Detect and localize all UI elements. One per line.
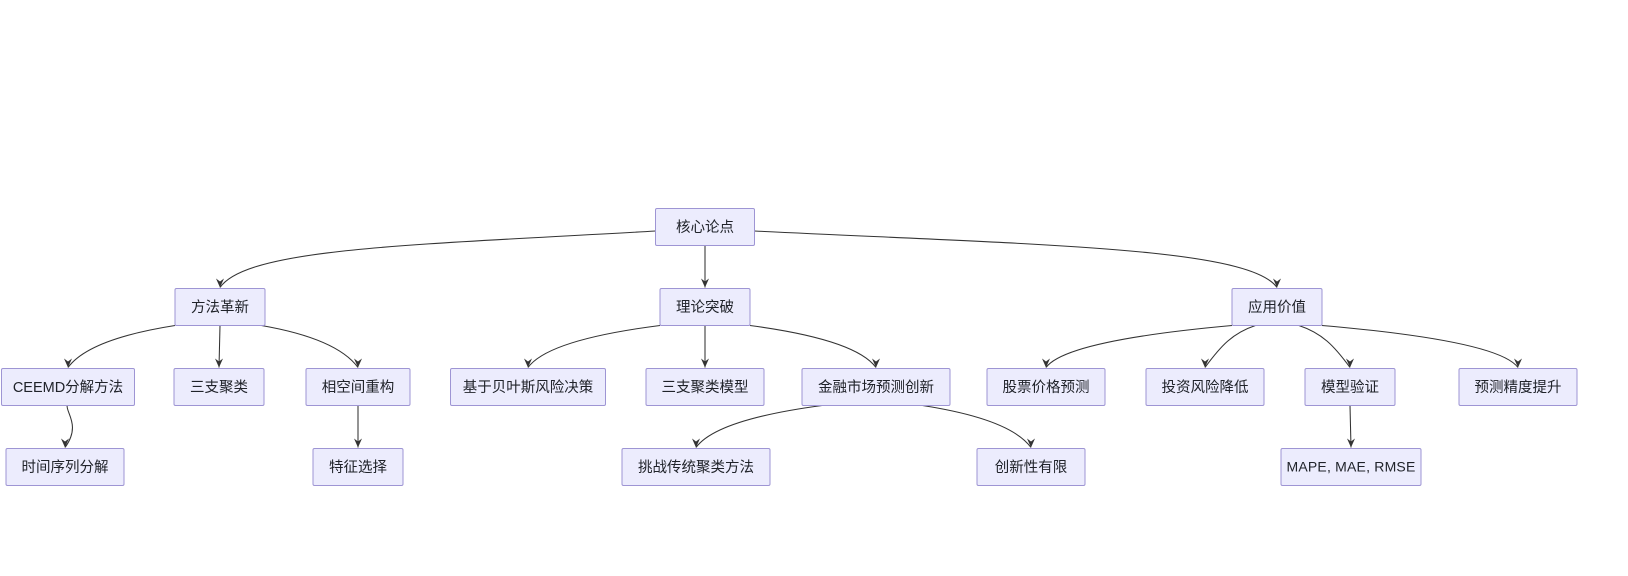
node-label: 挑战传统聚类方法 [638, 459, 754, 476]
flow-node[interactable]: 时间序列分解 [5, 448, 125, 486]
node-label: MAPE, MAE, RMSE [1286, 459, 1415, 475]
flow-node[interactable]: 投资风险降低 [1145, 368, 1265, 406]
node-box[interactable] [305, 368, 411, 406]
node-box[interactable] [986, 368, 1106, 406]
flow-node[interactable]: 模型验证 [1304, 368, 1396, 406]
node-box[interactable] [659, 288, 751, 326]
edge-arrowhead [61, 438, 69, 448]
node-box[interactable] [1231, 288, 1323, 326]
node-label: 三支聚类 [190, 379, 248, 396]
edge-arrowhead [1514, 358, 1522, 368]
edge-arrowhead [524, 358, 532, 368]
edge-n3-to-n11 [1204, 325, 1256, 368]
flow-node[interactable]: 股票价格预测 [986, 368, 1106, 406]
node-label: 投资风险降低 [1162, 379, 1249, 396]
edge-arrowhead [354, 358, 362, 368]
flow-node[interactable]: MAPE, MAE, RMSE [1280, 448, 1422, 486]
edge-n1-to-n5 [218, 325, 221, 368]
edge-arrowhead [1347, 438, 1355, 448]
flow-node[interactable]: 三支聚类模型 [645, 368, 765, 406]
flow-node[interactable]: 预测精度提升 [1458, 368, 1578, 406]
flow-node[interactable]: 三支聚类 [173, 368, 265, 406]
edge-arrowhead [1346, 358, 1354, 368]
flow-node[interactable]: 理论突破 [659, 288, 751, 326]
node-box[interactable] [450, 368, 606, 406]
edge-n1-to-n6 [261, 324, 359, 368]
edge-n2-to-n9 [749, 324, 877, 368]
node-label: 理论突破 [676, 299, 734, 316]
flow-node[interactable]: 特征选择 [312, 448, 404, 486]
node-box[interactable] [801, 368, 951, 406]
edge-arrowhead [354, 438, 362, 448]
node-box[interactable] [1280, 448, 1422, 486]
node-label: 核心论点 [676, 219, 734, 236]
edge-n4-to-n14 [64, 405, 73, 448]
edge-arrowhead [64, 358, 72, 368]
edge-n0-to-n3 [754, 230, 1278, 288]
node-label: 特征选择 [329, 459, 387, 476]
edge-n2-to-n7 [527, 324, 661, 368]
edge-arrowhead [692, 438, 700, 448]
edge-arrowhead [215, 358, 223, 368]
node-label: 基于贝叶斯风险决策 [463, 379, 594, 396]
edge-arrowhead [1273, 278, 1281, 288]
flow-node[interactable]: CEEMD分解方法 [1, 368, 135, 406]
flow-node[interactable]: 方法革新 [174, 288, 266, 326]
node-box[interactable] [645, 368, 765, 406]
node-label: 应用价值 [1248, 298, 1306, 316]
edge-n1-to-n4 [67, 324, 176, 368]
edge-n0-to-n1 [219, 230, 656, 288]
flow-node[interactable]: 相空间重构 [305, 368, 411, 406]
node-label: CEEMD分解方法 [13, 379, 123, 396]
node-label: 模型验证 [1321, 379, 1379, 396]
node-box[interactable] [174, 288, 266, 326]
node-box[interactable] [173, 368, 265, 406]
edge-arrowhead [872, 358, 880, 368]
node-label: 股票价格预测 [1003, 379, 1090, 396]
node-label: 创新性有限 [995, 459, 1068, 476]
node-box[interactable] [1458, 368, 1578, 406]
node-label: 金融市场预测创新 [818, 379, 934, 396]
edge-n9-to-n16 [695, 404, 823, 448]
node-label: 方法革新 [191, 299, 249, 316]
edge-n3-to-n13 [1321, 324, 1519, 368]
edge-arrowhead [1042, 358, 1050, 368]
node-box[interactable] [5, 448, 125, 486]
edge-arrowhead [216, 278, 224, 288]
edge-n12-to-n18 [1349, 405, 1352, 448]
edge-n9-to-n17 [922, 404, 1032, 448]
node-label: 相空间重构 [322, 379, 395, 396]
flow-node[interactable]: 挑战传统聚类方法 [621, 448, 771, 486]
flow-node[interactable]: 创新性有限 [976, 448, 1086, 486]
flow-node[interactable]: 基于贝叶斯风险决策 [450, 368, 606, 406]
node-box[interactable] [1304, 368, 1396, 406]
flow-node[interactable]: 应用价值 [1231, 288, 1323, 326]
edge-arrowhead [1027, 438, 1035, 448]
edge-arrowhead [701, 278, 709, 288]
node-box[interactable] [976, 448, 1086, 486]
node-box[interactable] [621, 448, 771, 486]
node-label: 预测精度提升 [1475, 379, 1562, 396]
node-box[interactable] [312, 448, 404, 486]
edge-n3-to-n12 [1298, 325, 1351, 368]
flow-node[interactable]: 金融市场预测创新 [801, 368, 951, 406]
edge-layer [61, 230, 1522, 448]
flow-node[interactable]: 核心论点 [655, 208, 755, 246]
node-box[interactable] [1, 368, 135, 406]
edge-arrowhead [1201, 358, 1209, 368]
node-box[interactable] [1145, 368, 1265, 406]
node-label: 三支聚类模型 [662, 379, 749, 396]
node-label: 时间序列分解 [22, 459, 109, 476]
edge-n3-to-n10 [1045, 324, 1233, 368]
edge-arrowhead [701, 358, 709, 368]
node-box[interactable] [655, 208, 755, 246]
